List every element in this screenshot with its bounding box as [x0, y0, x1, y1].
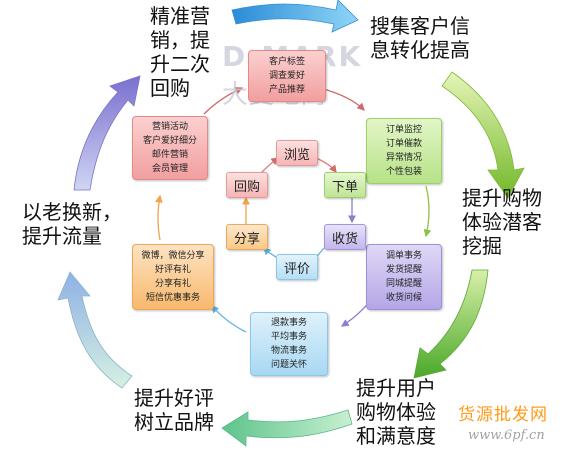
small-arrow-1: [319, 87, 365, 111]
box-delivery-reminder: 调单事务 发货提醒 同城提醒 收货问候: [366, 244, 442, 310]
box-item: 微博，微信分享: [141, 251, 205, 261]
label-precise-marketing: 精准营 销，提 升二次 回购: [150, 4, 210, 100]
box-item: 退款事务: [270, 318, 307, 328]
box-marketing-activities: 营销活动 客户爱好细分 邮件营销 会员管理: [132, 116, 208, 180]
box-item: 会员管理: [151, 164, 188, 174]
box-item: 客户爱好细分: [142, 136, 197, 146]
box-item: 订单催款: [385, 139, 422, 149]
label-shopping-experience: 提升购物 体验潜客 挖掘: [462, 186, 542, 258]
box-item: 平均事务: [270, 332, 307, 342]
outer-arrow-bottom: [221, 409, 353, 447]
label-traffic-growth: 以老换新， 提升流量: [22, 200, 122, 248]
small-arrow-4: [211, 305, 247, 333]
box-item: 发货提醒: [385, 265, 422, 275]
brand-url: www.6pf.cn: [468, 428, 545, 443]
brand-name: 货源批发网: [458, 405, 548, 425]
box-customer-profile: 客户标签 调查爱好 产品推荐: [248, 50, 326, 102]
small-arrow-5: [155, 194, 163, 241]
box-item: 个性包装: [385, 167, 422, 177]
box-item: 异常情况: [385, 153, 422, 163]
label-collect-customer-info: 搜集客户信 息转化提高: [370, 14, 470, 62]
box-item: 营销活动: [151, 122, 188, 132]
box-item: 产品推荐: [268, 85, 305, 95]
node-repurchase: 回购: [226, 172, 268, 198]
outer-arrow-left-upper: [73, 75, 141, 191]
box-item: 短信优惠事务: [145, 293, 200, 303]
box-item: 订单监控: [385, 125, 422, 135]
label-user-satisfaction: 提升用户 购物体验 和满意度: [356, 376, 436, 448]
outer-arrow-right-upper: [441, 71, 525, 199]
node-receive: 收货: [324, 224, 366, 250]
outer-arrow-left-lower: [57, 271, 133, 389]
outer-arrow-right-lower: [413, 269, 489, 379]
node-order: 下单: [324, 172, 366, 198]
outer-arrow-top: [231, 0, 359, 33]
box-item: 调单事务: [385, 251, 422, 261]
box-item: 调查爱好: [268, 71, 305, 81]
node-review: 评价: [276, 254, 318, 280]
label-brand-building: 提升好评 树立品牌: [134, 386, 214, 434]
box-item: 好评有礼: [154, 265, 191, 275]
box-order-monitoring: 订单监控 订单催款 异常情况 个性包装: [366, 118, 442, 184]
box-item: 客户标签: [268, 57, 305, 67]
box-item: 邮件营销: [151, 150, 188, 160]
node-share: 分享: [226, 224, 268, 250]
node-browse: 浏览: [276, 140, 318, 166]
box-item: 问题关怀: [270, 360, 307, 370]
small-arrow-2: [423, 185, 432, 238]
box-social-sharing: 微博，微信分享 好评有礼 分享有礼 短信优惠事务: [132, 244, 214, 310]
box-item: 同城提醒: [385, 279, 422, 289]
box-after-sales: 退款事务 平均事务 物流事务 问题关怀: [250, 312, 328, 376]
box-item: 分享有礼: [154, 279, 191, 289]
box-item: 收货问候: [385, 293, 422, 303]
cycle-arrow-browse-order: [315, 157, 337, 174]
small-arrow-6: [203, 87, 244, 115]
box-item: 物流事务: [270, 346, 307, 356]
